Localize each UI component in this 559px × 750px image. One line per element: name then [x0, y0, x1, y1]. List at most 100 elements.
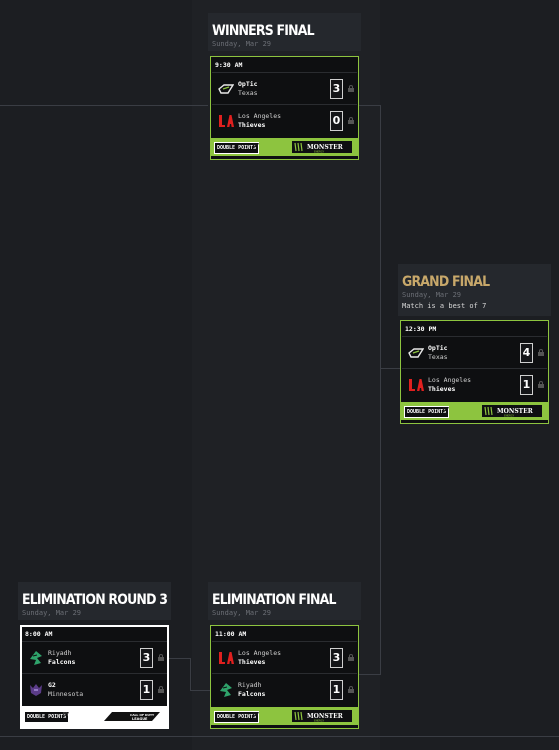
bracket-line	[359, 105, 380, 106]
svg-text:MONSTER: MONSTER	[497, 408, 534, 415]
score-box: 1	[330, 680, 343, 700]
match-time: 12:30 PM	[402, 322, 547, 337]
svg-text:ENERGY: ENERGY	[504, 414, 515, 418]
la-thieves-logo-icon	[218, 650, 234, 666]
score-box: 4	[520, 343, 533, 363]
block-date: Sunday, Mar 29	[22, 609, 82, 617]
match-card-grand-final[interactable]: 12:30 PM OpTic Texas 4 Los Angeles Thiev…	[400, 320, 549, 424]
lock-icon	[348, 686, 354, 693]
block-title: ELIMINATION FINAL	[212, 590, 337, 608]
call-of-duty-league-logo-icon: CALL OF DUTY LEAGUE	[104, 712, 160, 721]
double-points-badge: DOUBLE POINTS	[24, 711, 70, 723]
match-time: 11:00 AM	[212, 627, 357, 642]
svg-text:MONSTER: MONSTER	[307, 144, 344, 151]
score-box: 1	[140, 680, 153, 700]
team-name: G2	[48, 681, 56, 689]
team-region: Riyadh	[48, 649, 72, 657]
block-date: Sunday, Mar 29	[402, 291, 462, 299]
team-row[interactable]: OpTic Texas 4	[402, 337, 547, 369]
falcons-logo-icon	[218, 682, 234, 698]
match-card-elimination-round-3[interactable]: 8:00 AM Riyadh Falcons 3 G2 Minnesota 1	[20, 625, 169, 729]
team-name: OpTic	[428, 344, 448, 352]
bracket-line	[0, 736, 559, 737]
sponsor-banner: DOUBLE POINTS BY MONSTER ENERGY	[211, 707, 358, 725]
team-row[interactable]: Los Angeles Thieves 0	[212, 105, 357, 137]
svg-text:LEAGUE: LEAGUE	[132, 717, 148, 721]
winners-final-header: WINNERS FINAL Sunday, Mar 29	[208, 13, 361, 51]
block-title: WINNERS FINAL	[212, 21, 315, 39]
elimination-final-block: ELIMINATION FINAL Sunday, Mar 29	[208, 582, 361, 620]
team-region: Minnesota	[48, 690, 84, 698]
optic-logo-icon	[218, 81, 234, 97]
team-name: Falcons	[48, 658, 76, 666]
team-name: Thieves	[428, 385, 456, 393]
double-points-badge: DOUBLE POINTS	[404, 406, 450, 418]
lock-icon	[348, 654, 354, 661]
block-title: GRAND FINAL	[402, 272, 490, 290]
lock-icon	[348, 85, 354, 92]
bracket-line	[168, 658, 190, 659]
team-region: Los Angeles	[428, 376, 472, 384]
monster-energy-logo-icon: MONSTER ENERGY	[292, 710, 352, 723]
block-date: Sunday, Mar 29	[212, 609, 272, 617]
bracket-line	[380, 368, 400, 369]
svg-text:MONSTER: MONSTER	[307, 713, 344, 720]
optic-logo-icon	[408, 345, 424, 361]
la-thieves-logo-icon	[218, 113, 234, 129]
by-label: BY	[253, 143, 260, 149]
lock-icon	[158, 686, 164, 693]
svg-text:ENERGY: ENERGY	[314, 719, 325, 723]
lock-icon	[158, 654, 164, 661]
score-box: 0	[330, 111, 343, 131]
double-points-badge: DOUBLE POINTS	[214, 711, 260, 723]
team-region: Los Angeles	[238, 649, 282, 657]
team-name: Thieves	[238, 121, 266, 129]
by-label: BY	[443, 407, 450, 413]
match-time: 9:30 AM	[212, 58, 357, 73]
elimination-final-header: ELIMINATION FINAL Sunday, Mar 29	[208, 582, 361, 620]
score-box: 3	[330, 648, 343, 668]
team-region: Los Angeles	[238, 112, 282, 120]
bracket-line	[359, 674, 380, 675]
match-card-elimination-final[interactable]: 11:00 AM Los Angeles Thieves 3 Riyadh Fa…	[210, 625, 359, 729]
team-row[interactable]: Riyadh Falcons 1	[212, 674, 357, 706]
la-thieves-logo-icon	[408, 377, 424, 393]
team-row[interactable]: OpTic Texas 3	[212, 73, 357, 105]
lock-icon	[348, 117, 354, 124]
g2-logo-icon	[28, 682, 44, 698]
team-name: OpTic	[238, 80, 258, 88]
match-card-winners-final[interactable]: 9:30 AM OpTic Texas 3 Los Angeles Thieve…	[210, 56, 359, 160]
team-name: Thieves	[238, 658, 266, 666]
bracket-line	[190, 690, 210, 691]
team-name: Falcons	[238, 690, 266, 698]
best-of-note: Match is a best of 7	[402, 302, 487, 310]
score-box: 3	[330, 79, 343, 99]
match-time: 8:00 AM	[22, 627, 167, 642]
block-date: Sunday, Mar 29	[212, 40, 272, 48]
sponsor-banner: DOUBLE POINTS BY MONSTER ENERGY	[401, 402, 548, 420]
elimination-round-3-header: ELIMINATION ROUND 3 Sunday, Mar 29	[18, 582, 171, 620]
grand-final-header: GRAND FINAL Sunday, Mar 29 Match is a be…	[398, 264, 551, 316]
winners-final-block: WINNERS FINAL Sunday, Mar 29	[208, 13, 361, 51]
team-row[interactable]: Riyadh Falcons 3	[22, 642, 167, 674]
team-row[interactable]: G2 Minnesota 1	[22, 674, 167, 706]
falcons-logo-icon	[28, 650, 44, 666]
monster-energy-logo-icon: MONSTER ENERGY	[482, 405, 542, 418]
team-region: Texas	[428, 353, 448, 361]
lock-icon	[538, 349, 544, 356]
lock-icon	[538, 381, 544, 388]
team-row[interactable]: Los Angeles Thieves 3	[212, 642, 357, 674]
team-region: Texas	[238, 89, 258, 97]
svg-text:CALL OF DUTY: CALL OF DUTY	[130, 713, 155, 717]
grand-final-block: GRAND FINAL Sunday, Mar 29 Match is a be…	[398, 264, 551, 316]
score-box: 1	[520, 375, 533, 395]
team-row[interactable]: Los Angeles Thieves 1	[402, 369, 547, 401]
bracket-line	[0, 105, 208, 106]
by-label: BY	[253, 712, 260, 718]
elimination-round-3-block: ELIMINATION ROUND 3 Sunday, Mar 29	[18, 582, 171, 620]
block-title: ELIMINATION ROUND 3	[22, 590, 168, 608]
svg-text:ENERGY: ENERGY	[314, 150, 325, 154]
monster-energy-logo-icon: MONSTER ENERGY	[292, 141, 352, 154]
bracket-line	[380, 105, 381, 675]
bracket-line	[190, 658, 191, 690]
